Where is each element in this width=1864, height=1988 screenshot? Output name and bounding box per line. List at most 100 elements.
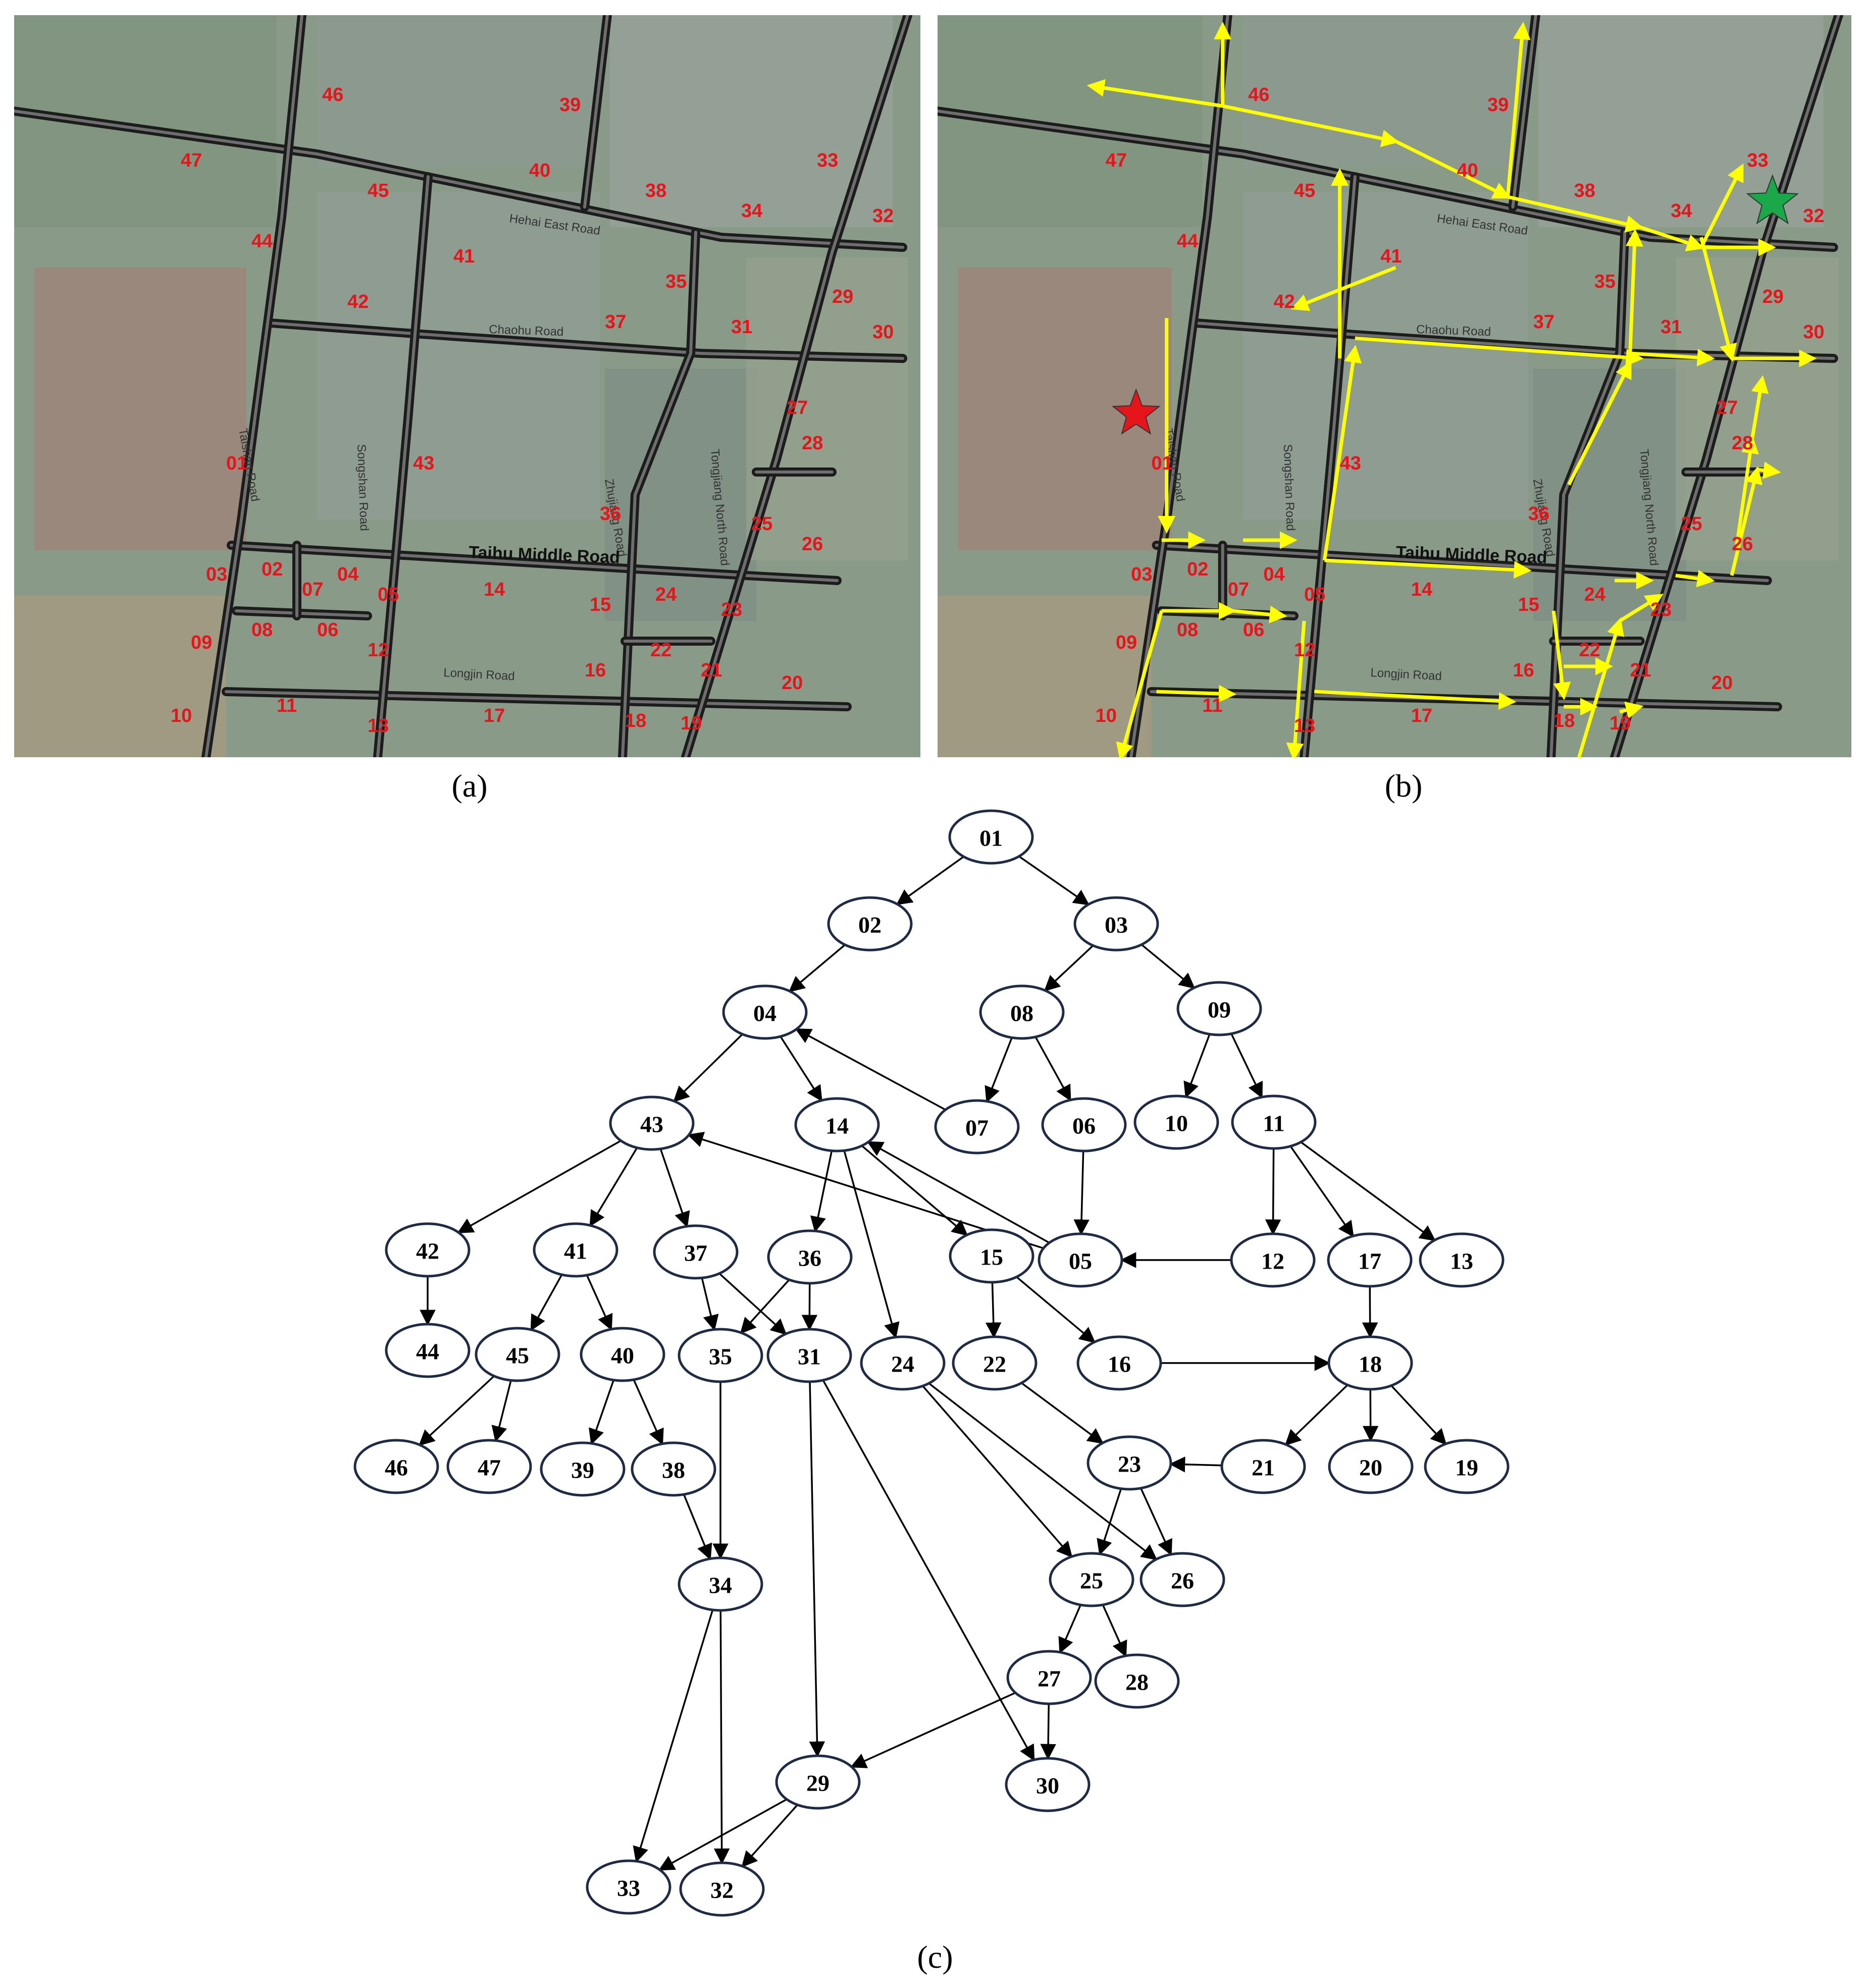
map-label-29: 29 [832, 286, 853, 307]
map-label-34: 34 [741, 200, 762, 222]
route-arrow [1324, 558, 1532, 579]
map-label-13: 13 [368, 715, 389, 737]
edge-05-14 [866, 1141, 1050, 1244]
map-label-38: 38 [645, 180, 666, 201]
node-label: 06 [1072, 1113, 1096, 1139]
edge-14-24 [843, 1150, 900, 1339]
edge-07-04 [795, 1028, 946, 1111]
edge-03-09 [1141, 944, 1196, 989]
graph-node-08: 08 [979, 984, 1065, 1040]
edge-15-22 [985, 1282, 1002, 1339]
route-arrow [1619, 594, 1664, 622]
map-label-27: 27 [787, 397, 808, 418]
edge-34-32 [713, 1610, 730, 1865]
node-label: 41 [564, 1238, 587, 1264]
route-arrow [1322, 345, 1362, 561]
map-label-16: 16 [1513, 660, 1534, 681]
map-label-14: 14 [1411, 579, 1432, 600]
edge-14-15 [861, 1145, 968, 1236]
map-label-45: 45 [368, 180, 389, 201]
node-label: 14 [825, 1113, 849, 1139]
map-label-42: 42 [347, 291, 369, 312]
node-label: 26 [1171, 1568, 1194, 1594]
graph-node-34: 34 [678, 1556, 763, 1612]
map-label-02: 02 [262, 559, 283, 580]
map-label-43: 43 [413, 453, 434, 474]
graph-node-37: 37 [653, 1224, 739, 1280]
edge-31-29 [809, 1381, 825, 1758]
map-label-26: 26 [802, 534, 823, 555]
graph-node-40: 40 [580, 1327, 665, 1382]
map-label-22: 22 [1579, 640, 1600, 661]
edge-08-06 [1034, 1036, 1071, 1102]
map-label-39: 39 [1487, 94, 1509, 116]
map-label-34: 34 [1671, 200, 1692, 222]
route-arrow [1551, 610, 1571, 700]
goal-star-icon [1746, 174, 1799, 225]
route-arrow [1506, 22, 1531, 197]
graph-node-44: 44 [385, 1323, 471, 1378]
edge-02-04 [788, 944, 846, 992]
graph-node-02: 02 [827, 896, 913, 952]
route-arrow [1750, 375, 1769, 440]
map-label-11: 11 [1202, 695, 1222, 716]
map-label-37: 37 [605, 311, 626, 333]
node-label: 42 [416, 1238, 439, 1264]
edge-40-38 [633, 1379, 664, 1445]
map-label-32: 32 [872, 205, 894, 227]
map-label-10: 10 [1096, 705, 1117, 726]
map-label-41: 41 [453, 246, 475, 267]
map-label-38: 38 [1574, 180, 1595, 201]
edge-27-30 [1040, 1703, 1056, 1760]
road-name-chaohu: Chaohu Road [1416, 323, 1491, 339]
edge-45-47 [491, 1380, 512, 1442]
route-arrow [1290, 266, 1396, 311]
edge-25-28 [1102, 1604, 1127, 1657]
node-label: 04 [753, 1001, 776, 1026]
map-label-33: 33 [1747, 150, 1768, 171]
edge-11-17 [1289, 1145, 1354, 1238]
route-arrow [1699, 163, 1744, 248]
node-label: 44 [416, 1339, 439, 1365]
graph-node-13: 13 [1419, 1232, 1505, 1288]
node-label: 25 [1080, 1568, 1103, 1594]
node-label: 47 [478, 1455, 501, 1481]
map-label-08: 08 [251, 619, 273, 641]
edge-08-07 [985, 1037, 1013, 1103]
node-label: 20 [1359, 1455, 1382, 1481]
edge-18-19 [1390, 1385, 1447, 1445]
graph-node-47: 47 [446, 1439, 532, 1494]
graph-node-30: 30 [1005, 1757, 1091, 1812]
road-name-songshan: Songshan Road [354, 444, 371, 531]
route-arrow [1735, 436, 1759, 546]
map-label-27: 27 [1717, 397, 1738, 418]
map-label-20: 20 [1712, 672, 1733, 694]
graph-node-33: 33 [586, 1859, 671, 1915]
map-label-35: 35 [1594, 271, 1616, 292]
map-label-29: 29 [1763, 286, 1784, 307]
graph-node-43: 43 [609, 1095, 695, 1151]
route-arrow [1232, 605, 1287, 623]
node-label: 45 [506, 1343, 529, 1369]
graph-node-21: 21 [1220, 1439, 1306, 1494]
graph-node-17: 17 [1327, 1232, 1413, 1288]
node-label: 24 [891, 1351, 914, 1377]
node-label: 33 [617, 1875, 640, 1901]
node-label: 19 [1455, 1455, 1478, 1481]
map-label-30: 30 [1803, 322, 1824, 343]
graph-node-04: 04 [722, 984, 808, 1040]
map-label-07: 07 [302, 579, 323, 600]
map-label-15: 15 [1518, 594, 1539, 615]
map-label-19: 19 [681, 713, 702, 734]
graph-node-16: 16 [1076, 1335, 1162, 1391]
node-label: 17 [1358, 1248, 1381, 1274]
map-label-45: 45 [1294, 180, 1315, 201]
node-label: 11 [1263, 1111, 1284, 1136]
map-label-39: 39 [559, 94, 581, 116]
graph-node-12: 12 [1230, 1232, 1316, 1288]
node-label: 01 [979, 825, 1003, 851]
edge-38-34 [683, 1494, 712, 1560]
node-label: 30 [1036, 1773, 1059, 1799]
edge-09-10 [1183, 1033, 1211, 1098]
map-label-22: 22 [650, 640, 671, 661]
